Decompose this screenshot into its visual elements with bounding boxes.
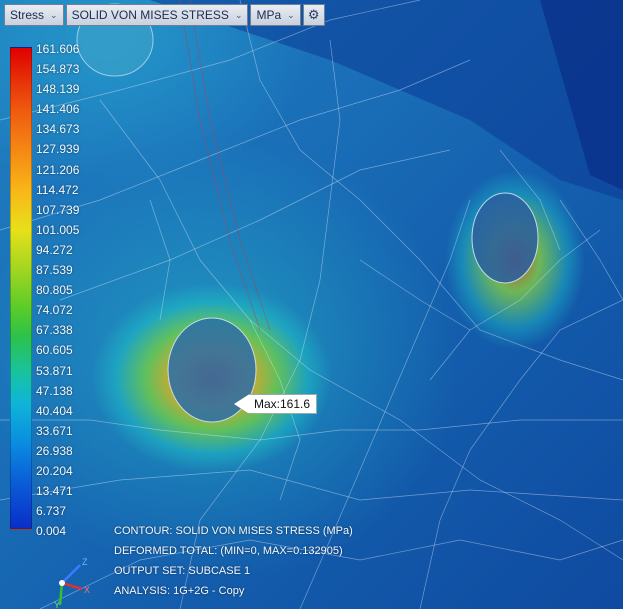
legend-label: 26.938: [36, 443, 73, 458]
result-toolbar: Stress ⌄ SOLID VON MISES STRESS ⌄ MPa ⌄ …: [4, 4, 325, 26]
upper-body-region: [150, 0, 623, 200]
unit-label: MPa: [256, 8, 282, 22]
edge-lines: [179, 0, 271, 331]
legend-label: 80.805: [36, 283, 73, 298]
legend-labels: 161.606 154.873 148.139 141.406 134.673 …: [36, 39, 79, 541]
y-axis-line: [58, 582, 64, 606]
component-dropdown[interactable]: SOLID VON MISES STRESS ⌄: [65, 4, 249, 26]
legend-color-bar: [10, 47, 32, 529]
legend-label: 161.606: [36, 42, 80, 56]
x-axis-label: X: [84, 585, 90, 595]
upper-right-body: [540, 0, 623, 190]
legend-label: 0.004: [36, 524, 67, 539]
chevron-down-icon: ⌄: [287, 10, 295, 20]
chevron-down-icon: ⌄: [234, 10, 243, 20]
legend-label: 47.138: [36, 383, 73, 398]
legend-label: 40.404: [36, 403, 73, 418]
legend-label: 94.272: [36, 242, 73, 257]
z-axis-label: Z: [82, 557, 88, 567]
result-type-label: Stress: [10, 8, 45, 22]
gear-icon[interactable]: ⚙: [302, 4, 325, 26]
legend-label: 20.204: [36, 463, 73, 478]
z-axis-line: [61, 564, 81, 584]
chevron-down-icon: ⌄: [50, 10, 58, 20]
legend-label: 60.605: [36, 343, 73, 358]
analysis-info: ANALYSIS: 1G+2G - Copy: [114, 585, 245, 597]
unit-dropdown[interactable]: MPa ⌄: [250, 4, 301, 26]
legend-label: 121.206: [36, 162, 80, 177]
legend-label: 148.139: [36, 82, 80, 97]
legend-label: 74.072: [36, 303, 73, 318]
legend-label: 141.406: [36, 102, 80, 117]
max-stress-marker[interactable]: Max:161.6: [234, 394, 318, 414]
max-stress-label: Max:161.6: [248, 394, 318, 414]
legend-label: 53.871: [36, 363, 73, 378]
x-axis-line: [61, 581, 83, 591]
legend-label: 6.737: [36, 504, 67, 519]
legend-label: 13.471: [36, 484, 73, 499]
legend-label: 134.673: [36, 122, 80, 137]
axis-triad: Z X Y: [54, 557, 90, 609]
legend-label: 107.739: [36, 202, 80, 217]
legend-label: 87.539: [36, 263, 73, 278]
output-set-info: OUTPUT SET: SUBCASE 1: [114, 565, 251, 577]
component-label: SOLID VON MISES STRESS: [71, 8, 229, 22]
legend-label: 154.873: [36, 62, 80, 77]
marker-pointer: [234, 395, 248, 413]
legend-label: 33.671: [36, 423, 73, 438]
y-axis-label: Y: [54, 600, 60, 609]
hole-right: [471, 192, 539, 284]
triad-origin: [59, 580, 65, 586]
legend-label: 114.472: [36, 182, 79, 197]
result-info-block: CONTOUR: SOLID VON MISES STRESS (MPa) DE…: [114, 521, 353, 601]
deformed-info: DEFORMED TOTAL: (MIN=0, MAX=0.132905): [114, 545, 343, 557]
contour-info: CONTOUR: SOLID VON MISES STRESS (MPa): [114, 525, 353, 537]
legend-label: 101.005: [36, 222, 80, 237]
legend-label: 127.939: [36, 142, 80, 157]
legend-label: 67.338: [36, 323, 73, 338]
result-type-dropdown[interactable]: Stress ⌄: [4, 4, 64, 26]
